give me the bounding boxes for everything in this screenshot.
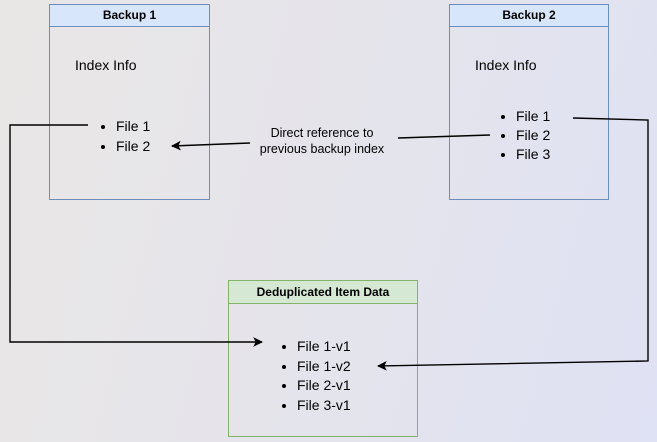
list-item: File 3-v1 — [297, 396, 351, 416]
dedup-file-list: File 1-v1 File 1-v2 File 2-v1 File 3-v1 — [280, 337, 351, 415]
deduplicated-item-data-box: Deduplicated Item Data File 1-v1 File 1-… — [228, 280, 418, 437]
backup2-box: Backup 2 Index Info File 1 File 2 File 3 — [449, 4, 609, 200]
backup1-title: Backup 1 — [50, 5, 209, 27]
backup2-title: Backup 2 — [450, 5, 608, 27]
annotation-line: previous backup index — [259, 142, 385, 156]
backup2-index-info-label: Index Info — [475, 57, 537, 73]
list-item: File 3 — [516, 145, 550, 164]
list-item: File 2-v1 — [297, 376, 351, 396]
list-item: File 1 — [116, 116, 150, 136]
list-item: File 2 — [116, 136, 150, 156]
list-item: File 1-v1 — [297, 337, 351, 357]
list-item: File 2 — [516, 126, 550, 145]
annotation-line: Direct reference to — [270, 126, 374, 140]
backup1-file-list: File 1 File 2 — [99, 116, 150, 156]
backup1-box: Backup 1 Index Info File 1 File 2 — [49, 4, 210, 200]
backup1-index-info-label: Index Info — [75, 57, 137, 73]
list-item: File 1-v2 — [297, 357, 351, 377]
backup2-file-list: File 1 File 2 File 3 — [499, 107, 550, 164]
dedup-title: Deduplicated Item Data — [229, 281, 417, 304]
direct-reference-annotation: Direct reference to previous backup inde… — [222, 125, 422, 157]
list-item: File 1 — [516, 107, 550, 126]
